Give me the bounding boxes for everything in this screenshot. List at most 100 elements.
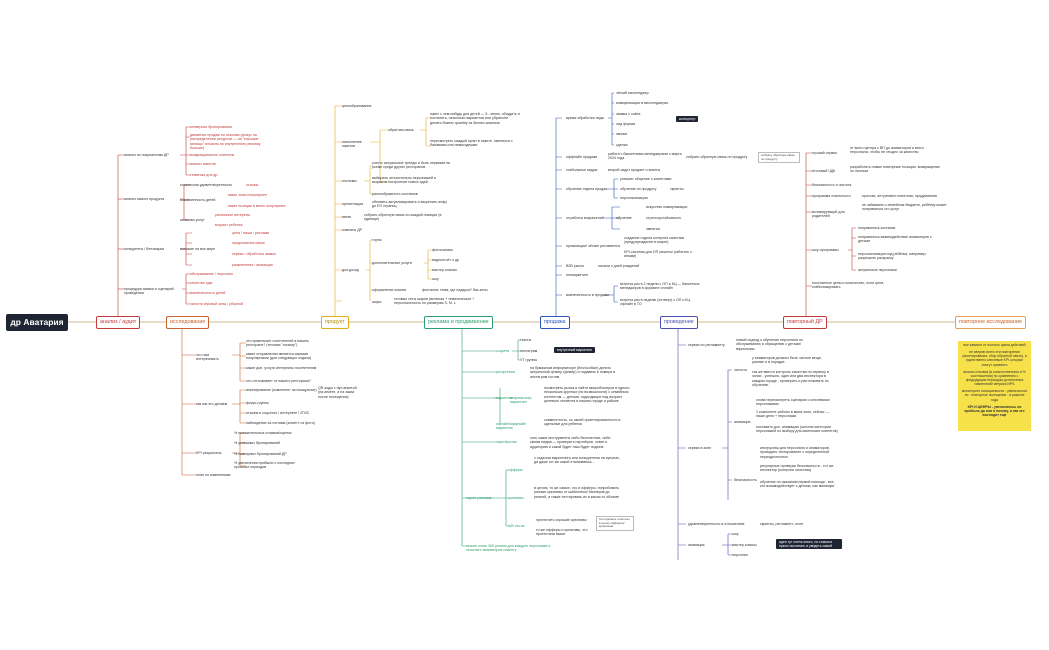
item-360-video: можно снять 360 ролики для каждого персо… [466,544,551,553]
item-offline-desc: совместность, по своей ориентированности… [544,418,621,427]
item-observation: наблюдение за гостями (клиент, из фото) [246,421,315,425]
topic-objections: отработка возражений [566,216,604,220]
topic-service-rules: сервис по регламенту [688,343,725,347]
topic-what-interests: что нам интересовать [196,353,219,362]
topic-shows: шоу-программы [812,248,839,252]
item-video: видеоотчёт о др [432,258,460,262]
topic-procedure: процедура заявки и сценарий проведения [124,287,174,296]
item-partnership-desc: хоть какие инструменты либо бесплатные, … [530,436,611,449]
item-instagram: инстаграм [520,349,538,353]
topic-animation-2: анимация [688,543,705,547]
item-variety: разнообразность костюмов [372,192,418,196]
item-scripts: скрипты [670,187,684,191]
item-client-talk: утешает общение с клиентами [620,177,672,181]
topic-extra-income: доп.доход [342,268,359,272]
item-kids-package: пакет с чем-нибудь для детей — 5 - меню,… [430,112,520,125]
topic-final-chdk: итоговый ЧДК [812,169,836,173]
item-instruction: инструктаж для персонала и аниматоров, п… [760,446,830,459]
item-review-package: пересмотреть каждый пункт в пакете, смен… [430,139,513,148]
item-site-request: заявка с сайта [616,112,641,116]
item-birthdays-start: начали с дней рождений [598,264,640,268]
item-offers: предложения связи [232,241,265,245]
item-empathy: эмпатия [646,227,660,231]
item-influencer: инфлюенсер маркетинг [510,396,532,405]
item-mini-zone: 1 компонент работы в мини-зоне, сейчас —… [756,410,830,419]
item-engagement: вовлеченность детей [180,198,216,202]
item-kpi-system: KPI-система для ОП (анкеты/ работать с и… [624,250,692,259]
branch-analysis[interactable]: анализ / аудит [96,316,141,329]
ideas-callout: идеи тут очень много, но сначала нужно п… [776,539,842,549]
item-new-positions: разработать новые повторные позиции, воз… [850,165,940,174]
item-extra-animation: поставить доп. анимацию (шестая категори… [756,425,838,434]
topic-how: как мы это делаем [196,402,228,406]
branch-repeat-research[interactable]: повторное исследование [955,316,1026,329]
item-worldwide: похожие на все мире [180,247,216,251]
item-stable-prices: постоянные цены и количество, если цена,… [812,281,885,290]
call-center-badge: коллцентр [676,116,699,122]
item-satisfaction: клиентская удовлетворенность [180,183,233,187]
item-scenarios: снова пересмотреть сценарии с ключевыми … [756,398,830,407]
note-line-2: не сверяю всего эти повторения (анкетиро… [962,350,1027,367]
branch-sales[interactable]: продажа [540,316,570,329]
item-communication: коммуникация в мессенджерах [616,101,669,105]
item-cleanliness: чистота игровой зоны / уборной [190,302,244,306]
note-line-1: все зависит от полного цикла действий [963,343,1026,347]
item-menu-feedback: собрать обратную связь по каждой позиции… [364,213,442,222]
item-vk: VT группы [520,358,538,362]
item-attracts: что привлекает посетителей в нашем ресто… [246,339,309,348]
topic-stable-staff: стабильные кадры [566,168,598,172]
item-change-plan: план по изменениям [196,473,231,477]
item-ab-tests: А/В тесты [508,524,525,528]
item-update-info: обновить актуализировать и закрепить инф… [372,200,447,209]
item-product-feedback: собрать обратную связь по продукту [686,155,748,159]
branch-repeat-birthday[interactable]: повторный ДР [783,316,827,329]
item-all-staff: от всего центра с ВП до аниматоров и все… [850,146,924,155]
item-offers-desc: с отдалом маркетинга или конкурентом на … [534,456,621,465]
item-repels: что отталкивает от нашего ресторана? [246,379,311,383]
branch-advertising[interactable]: реклама и продвижение [424,316,493,329]
item-age: возраст ребенка [215,223,243,227]
item-liked-costumes: понравились костюмы [858,226,896,230]
note-line-5: KPI И ЦИФРЫ - увеличилось ли прибыль да … [964,404,1025,418]
topic-animation: анимация [734,420,751,424]
topic-balloons: шары [372,300,382,304]
topic-costumes: костюмы [342,179,357,183]
item-food: качество еды [190,281,213,285]
item-new-approach: новый подход к обучению персонала по обс… [736,338,803,351]
item-banquet-managers: работа с банкетными менеджерами с марта … [608,152,682,161]
item-animator-clothes: у аниматоров должны быть чистые вещи, ра… [752,356,822,365]
topic-lead-time: время обработки лида [566,116,604,120]
item-qr: QR-коды с пул-анкетой (на анкете, а на з… [318,386,357,399]
branch-conduct[interactable]: проведение [660,316,698,329]
item-actual-characters: актуальные персонажи [858,268,897,272]
topic-presentation: презентация [342,202,364,206]
product-feedback-callout: собрать обратную связь по продукту [758,152,800,164]
branch-research[interactable]: исследование [166,316,210,329]
topic-marketing: маркетинг [496,396,513,400]
item-messenger: чёткий мессенджер [616,91,649,95]
topic-safety-clean: безопасность и чистота [812,183,852,187]
item-photozone: фотозона: тема, где подарки? бас-кеты [422,288,488,292]
topic-geomarketing: геомаркетинг [566,273,589,277]
item-retargeting-desc: на бумажном информаторе (без/особые) дел… [530,366,616,379]
item-show-2: шоу [732,532,739,536]
item-interests: различные интересы [215,213,251,217]
item-biweekly-meeting: встреча раз в 2 недели с ОП и КЦ — банке… [620,282,700,291]
branch-product[interactable]: продукт [321,316,349,329]
item-workshops: мастер-классы [432,268,457,272]
item-pricing: ценообразование [342,104,372,108]
item-personalization: персонализация [620,196,648,200]
item-training: обучение [616,216,632,220]
item-kids-engagement: вовлеченность детей [190,291,226,295]
item-offline: офлайн/оффлайн маркетинг [496,422,526,431]
topic-kpi: KPI результаты [196,451,222,455]
note-line-4: мониторинг посещаемости - увеличилось ли… [961,389,1028,402]
item-profit-growth: % увеличения прибыли с последних прошлых… [234,461,295,470]
item-trends: учесть актуальные тренды и быть первыми … [372,161,450,170]
item-zones: какие зоны популярнее [228,193,268,197]
topic-sales-training: обучение отдела продаж [566,187,608,191]
root-node[interactable]: др Аватария [6,314,68,331]
item-packages: анализ пакетов [190,162,216,166]
item-show: шоу [432,277,439,281]
